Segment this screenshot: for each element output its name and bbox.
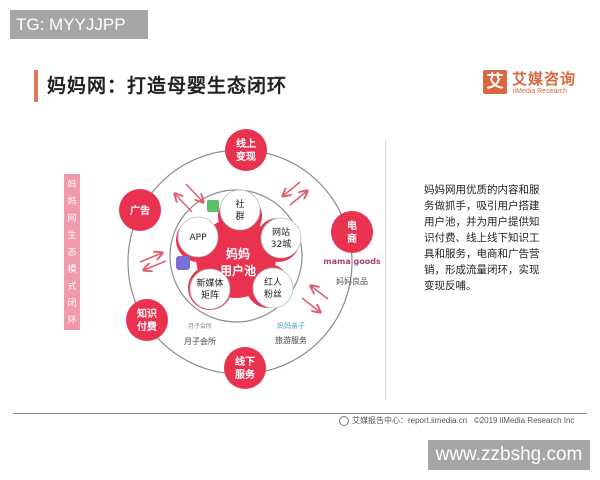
mamagoods-logo: mama goods	[323, 257, 381, 266]
brand-label-mamagoods: 妈妈良品	[336, 276, 368, 286]
outer-nodes	[119, 129, 373, 389]
exchange-arrows	[139, 181, 329, 312]
svg-text:矩阵: 矩阵	[201, 289, 219, 301]
svg-text:32城: 32城	[271, 239, 291, 250]
svg-text:变现: 变现	[236, 150, 256, 163]
side-tag-char: 妈	[67, 197, 77, 207]
page-title: 妈妈网：打造母婴生态闭环	[47, 75, 288, 97]
inner-node-influencers: 红人	[264, 276, 282, 288]
brand-label-travel: 旅游服务	[275, 335, 307, 345]
watermark-top: TG: MYYJJPP	[10, 10, 148, 39]
side-tag-char: 生	[67, 231, 77, 241]
outer-node-online: 线上	[236, 137, 256, 150]
vertical-divider	[385, 140, 386, 400]
svg-text:用户池: 用户池	[219, 263, 256, 278]
side-tag-char: 模	[67, 265, 77, 275]
svg-text:群: 群	[235, 210, 244, 222]
outer-node-offline: 线下	[235, 355, 255, 368]
center-label: 妈妈	[226, 246, 250, 261]
travel-brand-logo: 妈妈亲子	[277, 321, 305, 330]
inner-nodes	[177, 189, 302, 310]
side-tag-char: 网	[67, 214, 77, 224]
brand-label-confinement: 月子会所	[184, 336, 216, 346]
wechat-mini-icon	[207, 200, 219, 212]
outer-node-ads: 广告	[130, 204, 150, 217]
outer-node-knowledge: 知识	[136, 307, 157, 320]
svg-text:付费: 付费	[137, 320, 157, 333]
logo-name-cn: 艾媒咨询	[512, 70, 577, 88]
inner-node-new-media: 新媒体	[196, 277, 223, 289]
footer-source: 艾媒报告中心：report.iimedia.cn ©2019 iiMedia R…	[339, 415, 574, 426]
side-tag-char: 态	[67, 248, 77, 258]
confinement-club-logo: 月子会所	[188, 322, 212, 330]
side-vertical-tag: 妈 妈 网 生 态 模 式 闭 环	[64, 174, 80, 330]
description-text: 妈妈网用优质的内容和服务做抓手，吸引用户搭建用户池，并为用户提供知识付费、线上线…	[424, 184, 540, 292]
watermark-bottom: www.zzbshg.com	[428, 440, 590, 470]
svg-text:商: 商	[347, 232, 357, 245]
footer-divider	[13, 413, 587, 414]
side-tag-char: 式	[67, 282, 77, 292]
app-store-icon	[176, 256, 190, 270]
svg-text:服务: 服务	[235, 368, 256, 381]
side-tag-char: 妈	[67, 180, 77, 190]
side-tag-char: 环	[67, 316, 77, 326]
side-tag-char: 闭	[67, 299, 77, 309]
logo-mark-icon: 艾	[483, 70, 507, 94]
svg-text:粉丝: 粉丝	[264, 288, 282, 300]
outer-node-ecommerce: 电	[347, 219, 357, 232]
inner-node-website: 网站	[272, 226, 290, 238]
inner-node-community: 社	[235, 198, 244, 210]
logo-name-en: iiMedia Research	[513, 88, 568, 95]
iimedia-footer-icon	[339, 415, 349, 426]
title-accent-bar	[34, 70, 38, 102]
inner-node-app: APP	[189, 233, 207, 243]
